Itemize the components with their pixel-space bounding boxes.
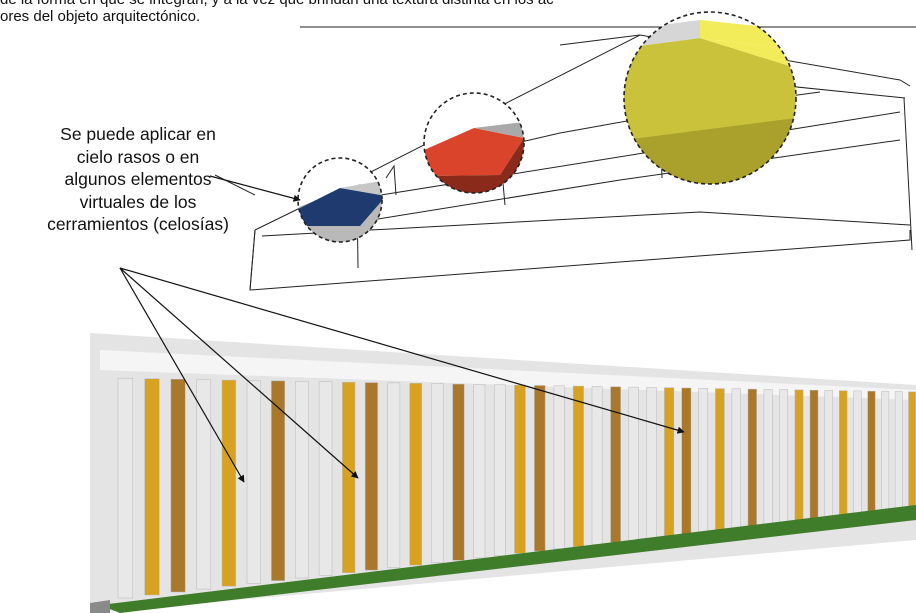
celosia-slat xyxy=(839,390,848,517)
celosia-slat xyxy=(494,384,506,556)
celosia-slat xyxy=(794,389,804,522)
celosia-slat xyxy=(824,390,833,519)
celosia-slat xyxy=(628,386,639,541)
celosia-slat xyxy=(271,380,285,581)
celosia-slat xyxy=(318,381,333,576)
celosia-slat xyxy=(387,382,401,568)
magnifier-circle-icon-red xyxy=(423,92,525,194)
annotation-line-3: algunos elementos xyxy=(64,169,212,189)
header-text-line2: ores del objeto arquitectónico. xyxy=(0,8,201,25)
celosia-slat xyxy=(342,381,356,573)
magnifier-circle-icon-blue xyxy=(297,157,383,243)
celosia-wall xyxy=(90,333,916,613)
annotation-line-5: cerramientos (celosías) xyxy=(47,214,229,234)
celosia-slat xyxy=(763,389,773,526)
annotation-line-2: cielo rasos o en xyxy=(76,146,200,167)
header-text-line1: de la forma en que se integran, y a la v… xyxy=(0,0,916,9)
celosia-slats xyxy=(117,378,916,599)
celosia-slat xyxy=(747,388,757,528)
celosia-slat xyxy=(409,383,422,566)
celosia-slat xyxy=(731,388,741,529)
celosia-slat xyxy=(534,385,546,552)
celosia-slat xyxy=(881,391,890,513)
celosia-slat xyxy=(809,389,819,521)
celosia-slat xyxy=(779,389,789,524)
celosia-slat xyxy=(295,381,309,579)
annotation-text: Se puede aplicar en cielo rasos o en alg… xyxy=(20,123,256,236)
celosia-slat xyxy=(853,390,862,516)
celosia-slat xyxy=(572,385,584,547)
celosia-slat xyxy=(591,386,603,545)
celosia-slat xyxy=(144,378,160,596)
celosia-slat xyxy=(221,379,237,587)
celosia-slat xyxy=(867,390,876,514)
celosia-slat xyxy=(698,388,709,533)
celosia-slat xyxy=(473,384,486,559)
celosia-slat xyxy=(664,387,675,537)
celosia-slat xyxy=(196,379,212,590)
celosia-slat xyxy=(908,391,916,510)
celosia-slat xyxy=(246,380,261,584)
grass-strip xyxy=(100,505,916,613)
celosia-slat xyxy=(646,387,657,539)
celosia-slat xyxy=(894,391,903,511)
magnifier-circle-icon-yellow xyxy=(623,11,797,185)
celosia-slat xyxy=(514,384,526,554)
annotation-line-4: virtuales de los xyxy=(79,191,197,212)
celosia-slat xyxy=(610,386,621,543)
callout-arrow-icon xyxy=(119,175,685,483)
celosia-slat xyxy=(553,385,565,550)
celosia-slat xyxy=(715,388,725,531)
celosia-slat xyxy=(364,382,378,571)
celosia-slat xyxy=(170,378,186,593)
celosia-slat xyxy=(681,387,692,535)
annotation-line-1: Se puede aplicar en xyxy=(60,124,216,144)
celosia-slat xyxy=(117,378,134,599)
celosia-slat xyxy=(452,383,465,561)
celosia-slat xyxy=(431,383,444,563)
